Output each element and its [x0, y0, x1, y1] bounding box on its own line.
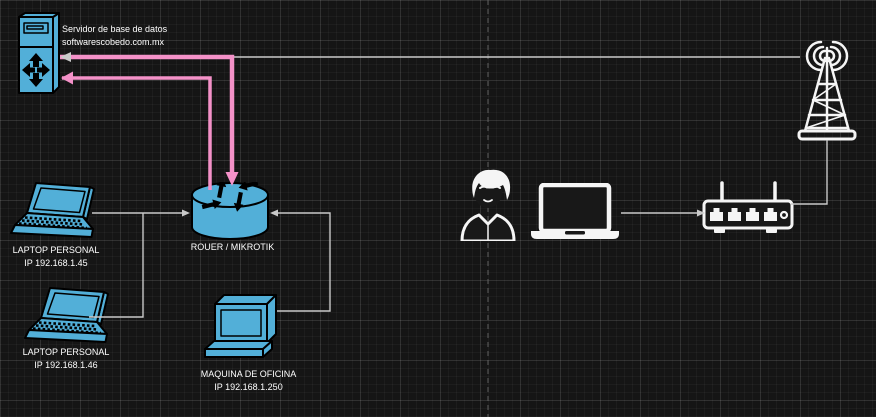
laptop-icon	[10, 182, 95, 238]
database-server-node[interactable]	[15, 11, 61, 102]
user-person-node[interactable]	[455, 165, 521, 246]
laptop1-label-line2: IP 192.168.1.45	[24, 258, 88, 268]
laptop2-label: LAPTOP PERSONAL IP 192.168.1.46	[10, 346, 122, 372]
connector-laptop-to-wifi[interactable]	[621, 209, 705, 217]
desktop-computer-icon	[204, 294, 277, 358]
laptop-icon	[24, 287, 109, 343]
router-icon	[191, 177, 269, 240]
server-label-line1: Servidor de base de datos	[62, 24, 168, 34]
drive-slot-icon	[23, 22, 49, 34]
hair-icon	[472, 169, 511, 200]
keyboard-keys-icon	[32, 321, 102, 335]
user-laptop-node[interactable]	[529, 182, 621, 246]
led-indicator-icon	[779, 210, 789, 220]
tower-lattice-icon	[803, 46, 851, 133]
wifi-router-node[interactable]	[702, 180, 794, 243]
white-arrowhead	[60, 52, 71, 62]
laptop1-label-line1: LAPTOP PERSONAL	[12, 245, 100, 255]
server-label-line2: softwarescobedo.com.mx	[62, 37, 165, 47]
office-machine-node[interactable]	[203, 286, 293, 371]
four-way-arrow-icon	[22, 53, 50, 87]
office-machine-label-line1: MAQUINA DE OFICINA	[200, 369, 297, 379]
person-icon	[460, 169, 516, 243]
mikrotik-router-node[interactable]	[190, 177, 270, 247]
tower-base	[797, 129, 857, 141]
screen-icon	[220, 309, 262, 337]
connector-router-to-server-b[interactable]	[61, 71, 212, 191]
laptop-personal-1-node[interactable]	[6, 182, 98, 249]
connector-laptop1-to-router[interactable]	[92, 209, 190, 217]
keyboard-keys-icon	[18, 216, 88, 230]
ethernet-ports-icon	[710, 208, 777, 221]
office-machine-label: MAQUINA DE OFICINA IP 192.168.1.250	[186, 368, 311, 394]
connector-router-to-server-a[interactable]	[60, 52, 239, 186]
laptop2-label-line2: IP 192.168.1.46	[34, 360, 98, 370]
antenna-tower-node[interactable]	[791, 36, 863, 153]
laptop2-label-line1: LAPTOP PERSONAL	[22, 347, 110, 357]
laptop-front-icon	[531, 182, 619, 239]
laptop1-label: LAPTOP PERSONAL IP 192.168.1.45	[0, 244, 112, 270]
wifi-router-icon	[702, 181, 794, 233]
laptop-personal-2-node[interactable]	[20, 287, 112, 354]
radio-tower-icon	[797, 40, 857, 141]
office-machine-label-line2: IP 192.168.1.250	[214, 382, 283, 392]
server-icon	[18, 12, 60, 94]
router-label: ROUER / MIKROTIK	[190, 242, 275, 252]
server-label: Servidor de base de datos softwarescobed…	[62, 23, 167, 49]
signal-waves-icon	[805, 40, 849, 72]
